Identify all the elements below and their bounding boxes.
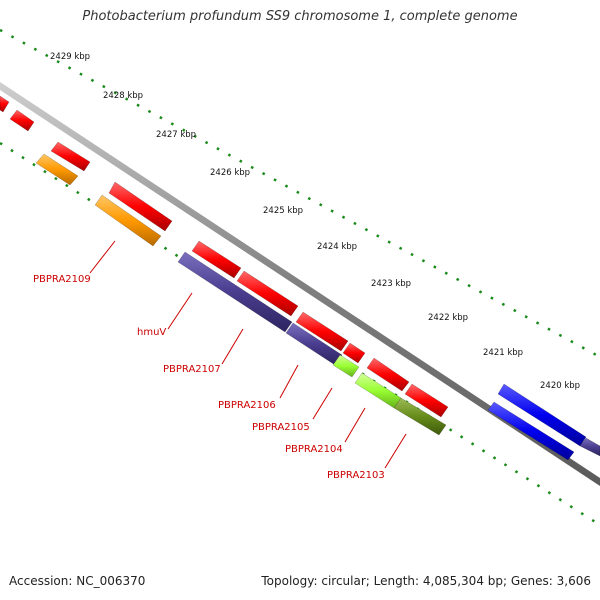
gene-purple[interactable] [177, 251, 293, 333]
gene-label-pbpra2103[interactable]: PBPRA2103 [327, 470, 385, 481]
inner-strand-genes [35, 153, 600, 461]
tick-label: 2427 kbp [156, 130, 196, 140]
gene-purple[interactable] [579, 437, 600, 457]
gene-red[interactable] [191, 240, 242, 279]
gene-label-hmuv[interactable]: hmuV [137, 327, 166, 338]
gene-label-pbpra2109[interactable]: PBPRA2109 [33, 274, 91, 285]
gene-red[interactable] [236, 270, 299, 317]
gene-label-pbpra2104[interactable]: PBPRA2104 [285, 444, 343, 455]
gene-blue[interactable] [487, 401, 575, 461]
genome-summary-text: Topology: circular; Length: 4,085,304 bp… [261, 574, 591, 588]
gene-label-pbpra2106[interactable]: PBPRA2106 [218, 400, 276, 411]
gene-labels: PBPRA2109 hmuV PBPRA2107 PBPRA2106 PBPRA… [33, 274, 385, 481]
tick-label: 2428 kbp [103, 91, 143, 101]
gene-blue[interactable] [497, 383, 587, 447]
genome-backbone [0, 82, 600, 486]
gene-orange[interactable] [94, 194, 162, 247]
tick-label: 2425 kbp [263, 206, 303, 216]
gene-red[interactable] [404, 383, 449, 418]
gene-label-pbpra2105[interactable]: PBPRA2105 [252, 422, 310, 433]
accession-text: Accession: NC_006370 [9, 574, 146, 588]
gene-lime[interactable] [332, 354, 360, 378]
map-title: Photobacterium profundum SS9 chromosome … [82, 9, 518, 24]
tick-label: 2423 kbp [371, 279, 411, 289]
gene-red[interactable] [50, 141, 91, 172]
outer-strand-genes [0, 95, 587, 447]
gene-red[interactable] [366, 357, 410, 392]
gene-orange[interactable] [35, 153, 79, 186]
tick-label: 2420 kbp [540, 381, 580, 391]
tick-label: 2429 kbp [50, 52, 90, 62]
gene-red[interactable] [0, 95, 10, 113]
gene-red[interactable] [342, 342, 366, 364]
tick-label: 2424 kbp [317, 242, 357, 252]
tick-label: 2426 kbp [210, 168, 250, 178]
gene-red[interactable] [295, 311, 349, 352]
tick-label: 2421 kbp [483, 348, 523, 358]
label-leaders [89, 240, 407, 469]
gene-olive[interactable] [393, 397, 447, 436]
outer-tick-dots [0, 28, 600, 359]
gene-red[interactable] [9, 109, 35, 132]
tick-labels: 2429 kbp 2428 kbp 2427 kbp 2426 kbp 2425… [50, 52, 580, 391]
tick-label: 2422 kbp [428, 313, 468, 323]
gene-red[interactable] [108, 181, 173, 232]
gene-label-pbpra2107[interactable]: PBPRA2107 [163, 364, 221, 375]
